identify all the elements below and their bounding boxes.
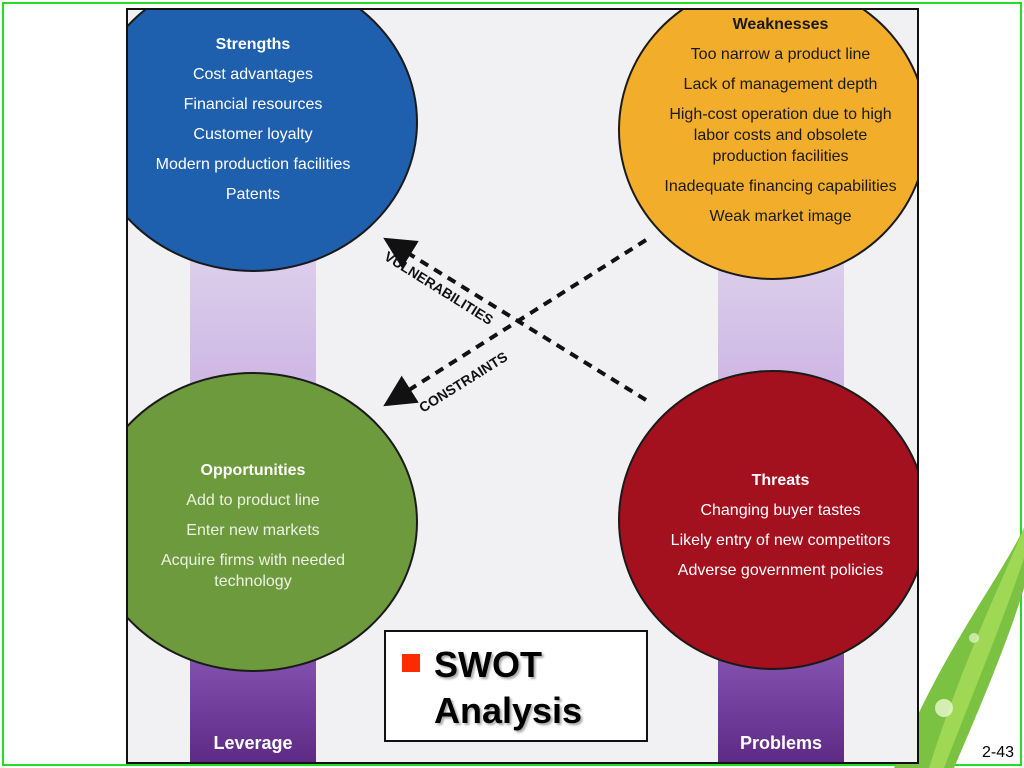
strengths-title: Strengths: [215, 36, 291, 53]
threats-text: Threats Changing buyer tastes Likely ent…: [653, 470, 908, 590]
constraints-arrow: [383, 238, 648, 407]
grass-blade-decoration: [894, 528, 1024, 768]
threats-item: Adverse government policies: [677, 562, 884, 579]
arrows-layer: [383, 237, 648, 407]
swot-caption: SWOT Analysis: [434, 642, 582, 734]
strengths-text: Strengths Cost advantages Financial reso…: [138, 34, 368, 214]
opportunities-item: Enter new markets: [186, 522, 320, 539]
weaknesses-item: Lack of management depth: [683, 76, 878, 93]
weaknesses-circle: [618, 10, 917, 280]
threats-item: Likely entry of new competitors: [670, 532, 891, 549]
opportunities-item: Acquire firms with needed technology: [160, 552, 346, 590]
leverage-label: Leverage: [213, 733, 293, 753]
strengths-item: Customer loyalty: [193, 126, 313, 143]
weaknesses-item: Weak market image: [709, 208, 852, 225]
slide-number: 2-43: [981, 744, 1014, 761]
threats-title: Threats: [751, 472, 810, 489]
threats-item: Changing buyer tastes: [700, 502, 861, 519]
strengths-item: Modern production facilities: [155, 156, 351, 173]
strengths-item: Financial resources: [183, 96, 323, 113]
opportunities-title: Opportunities: [200, 462, 306, 479]
opportunities-item: Add to product line: [186, 492, 320, 509]
weaknesses-item: Inadequate financing capabilities: [664, 178, 897, 195]
bullet-square-icon: [402, 654, 420, 672]
caption-line-1: SWOT: [434, 644, 542, 685]
weaknesses-title: Weaknesses: [732, 16, 829, 33]
weaknesses-text: Weaknesses Too narrow a product line Lac…: [648, 14, 913, 236]
swot-caption-box: SWOT Analysis: [384, 630, 648, 742]
caption-line-2: Analysis: [434, 690, 583, 731]
strengths-item: Cost advantages: [192, 66, 314, 83]
opportunities-text: Opportunities Add to product line Enter …: [148, 460, 358, 601]
weaknesses-item: Too narrow a product line: [690, 46, 871, 63]
strengths-item: Patents: [225, 186, 281, 203]
weaknesses-item: High-cost operation due to high labor co…: [669, 106, 892, 165]
threats-circle: [618, 370, 917, 670]
problems-label: Problems: [739, 733, 823, 753]
